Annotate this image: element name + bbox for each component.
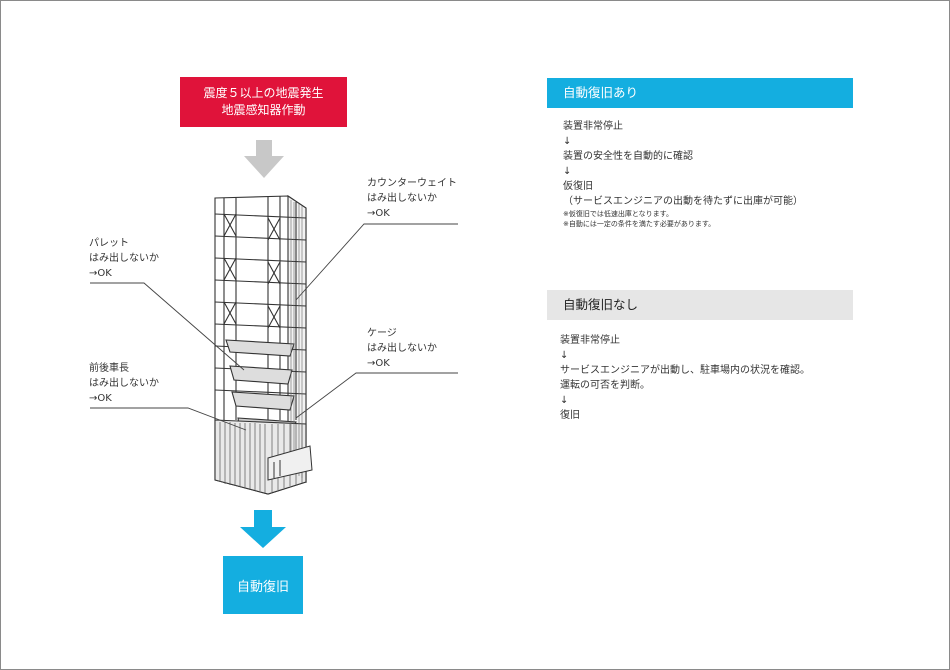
manual-step-arrow: ↓ (560, 395, 569, 406)
manual-recovery-header: 自動復旧なし (547, 290, 853, 320)
auto-recovery-title: 自動復旧あり (563, 85, 639, 100)
callout-leader-lines (90, 223, 458, 431)
auto-step-arrow: ↓ (563, 166, 572, 177)
auto-step: 仮復旧 (563, 181, 593, 192)
auto-recovery-steps: 装置非常停止 ↓ 装置の安全性を自動的に確認 ↓ 仮復旧 （サービスエンジニアの… (563, 119, 803, 229)
auto-note: ※自動には一定の条件を満たす必要があります。 (563, 220, 716, 228)
parking-tower-structure (214, 194, 307, 495)
auto-step-arrow: ↓ (563, 136, 572, 147)
down-arrow-blue-icon (240, 510, 286, 548)
manual-recovery-steps: 装置非常停止 ↓ サービスエンジニアが出動し、駐車場内の状況を確認。 運転の可否… (560, 333, 810, 423)
manual-step: 装置非常停止 (560, 335, 620, 346)
down-arrow-gray-icon (244, 140, 284, 178)
earthquake-alert-box: 震度５以上の地震発生 地震感知器作動 (180, 77, 347, 127)
auto-recovery-header: 自動復旧あり (547, 78, 853, 108)
callout-pallet: パレット はみ出しないか →OK (89, 238, 159, 279)
alert-line-1: 震度５以上の地震発生 (203, 86, 324, 100)
alert-line-2: 地震感知器作動 (221, 103, 306, 117)
auto-recovery-box: 自動復旧 (223, 556, 303, 614)
manual-recovery-title: 自動復旧なし (563, 297, 639, 312)
manual-step: 運転の可否を判断。 (560, 380, 650, 391)
manual-step-arrow: ↓ (560, 350, 569, 361)
callout-counterweight: カウンターウェイト はみ出しないか →OK (367, 178, 457, 219)
auto-recovery-label: 自動復旧 (236, 579, 289, 595)
side-hatching (290, 200, 303, 478)
callout-car-length: 前後車長 はみ出しないか →OK (89, 363, 159, 404)
auto-note: ※仮復旧では低速出庫となります。 (563, 210, 673, 218)
auto-step: （サービスエンジニアの出動を待たずに出庫が可能） (563, 196, 803, 207)
manual-step: サービスエンジニアが出動し、駐車場内の状況を確認。 (560, 365, 810, 376)
auto-step: 装置非常停止 (563, 121, 623, 132)
manual-step: 復旧 (560, 410, 580, 421)
auto-step: 装置の安全性を自動的に確認 (563, 151, 693, 162)
entrance-structure (267, 445, 313, 481)
callout-cage: ケージ はみ出しないか →OK (367, 328, 437, 369)
